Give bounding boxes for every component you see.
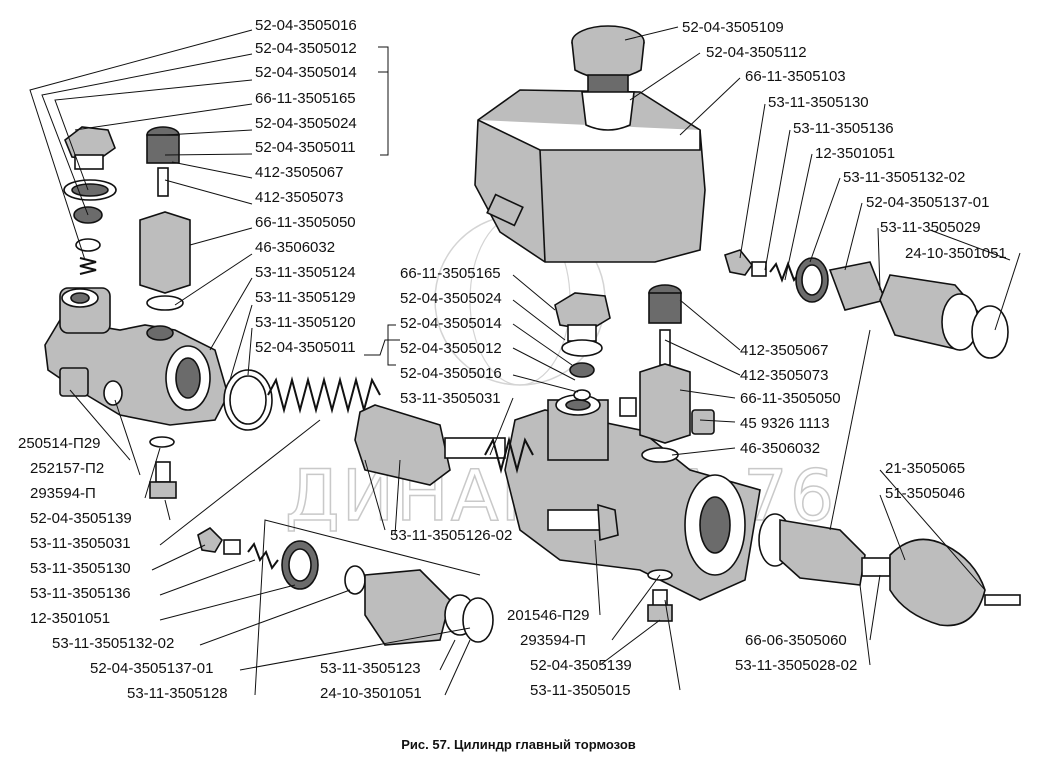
left-piston-assembly bbox=[223, 369, 506, 486]
label-part: 21-3505065 bbox=[885, 460, 965, 477]
label-part: 52-04-3505137-01 bbox=[866, 194, 989, 211]
center-spring bbox=[484, 436, 534, 474]
label-part: 24-10-3501051 bbox=[320, 685, 422, 702]
label-part: 51-3505046 bbox=[885, 485, 965, 502]
label-part: 46-3506032 bbox=[740, 440, 820, 457]
label-part: 53-11-3505126-02 bbox=[390, 527, 512, 544]
label-part: 12-3501051 bbox=[815, 145, 895, 162]
label-part: 250514-П29 bbox=[18, 435, 101, 452]
label-part: 53-11-3505123 bbox=[320, 660, 421, 677]
label-part: 412-3505073 bbox=[740, 367, 828, 384]
left-bleeder-nut bbox=[64, 126, 116, 170]
figure-caption: Рис. 57. Цилиндр главный тормозов bbox=[401, 737, 636, 752]
center-cylinder-body bbox=[504, 394, 761, 601]
left-cylinder-body bbox=[44, 287, 229, 426]
label-part: 412-3505073 bbox=[255, 189, 343, 206]
label-part: 53-11-3505136 bbox=[793, 120, 894, 137]
label-part: 52-04-3505012 bbox=[255, 40, 357, 57]
label-part: 53-11-3505136 bbox=[30, 585, 131, 602]
reservoir-tank bbox=[474, 89, 706, 263]
left-washers bbox=[63, 179, 117, 275]
label-part: 252157-П2 bbox=[30, 460, 104, 477]
label-part: 53-11-3505120 bbox=[255, 314, 356, 331]
label-part: 53-11-3505129 bbox=[255, 289, 356, 306]
label-part: 52-04-3505137-01 bbox=[90, 660, 213, 677]
label-part: 52-04-3505024 bbox=[255, 115, 357, 132]
label-part: 53-11-3505130 bbox=[768, 94, 869, 111]
label-part: 412-3505067 bbox=[740, 342, 828, 359]
label-part: 53-11-3505128 bbox=[127, 685, 228, 702]
label-part: 66-11-3505050 bbox=[740, 390, 841, 407]
label-part: 53-11-3505031 bbox=[400, 390, 501, 407]
label-part: 412-3505067 bbox=[255, 164, 343, 181]
reservoir-cap bbox=[571, 25, 645, 131]
label-part: 66-11-3505165 bbox=[255, 90, 356, 107]
label-part: 293594-П bbox=[520, 632, 586, 649]
label-part: 66-11-3505103 bbox=[745, 68, 846, 85]
label-part: 53-11-3505031 bbox=[30, 535, 131, 552]
label-part: 52-04-3505012 bbox=[400, 340, 502, 357]
label-part: 52-04-3505014 bbox=[400, 315, 502, 332]
right-piston-top bbox=[724, 249, 1009, 359]
label-part: 66-11-3505050 bbox=[255, 214, 356, 231]
label-part: 66-11-3505165 bbox=[400, 265, 501, 282]
label-part: 52-04-3505016 bbox=[400, 365, 502, 382]
label-part: 52-04-3505016 bbox=[255, 17, 357, 34]
label-part: 66-06-3505060 bbox=[745, 632, 847, 649]
left-sensor bbox=[139, 126, 191, 311]
label-part: 53-11-3505132-02 bbox=[52, 635, 174, 652]
label-part: 201546-П29 bbox=[507, 607, 590, 624]
label-part: 53-11-3505130 bbox=[30, 560, 131, 577]
part-labels: 52-04-3505016 52-04-3505012 52-04-350501… bbox=[18, 17, 1007, 702]
label-part: 24-10-3501051 bbox=[905, 245, 1007, 262]
label-part: 52-04-3505011 bbox=[255, 139, 356, 156]
center-bottom-plug bbox=[647, 569, 673, 622]
label-part: 53-11-3505029 bbox=[880, 219, 981, 236]
left-plugs bbox=[59, 367, 177, 499]
right-piston-main bbox=[758, 513, 1021, 627]
center-bleeder-nut bbox=[554, 292, 611, 401]
label-part: 52-04-3505011 bbox=[255, 339, 356, 356]
label-part: 52-04-3505139 bbox=[30, 510, 132, 527]
label-part: 52-04-3505024 bbox=[400, 290, 502, 307]
label-part: 52-04-3505139 bbox=[530, 657, 632, 674]
label-part: 53-11-3505028-02 bbox=[735, 657, 857, 674]
center-sensor bbox=[619, 284, 715, 463]
center-bleeder-bolt bbox=[547, 503, 619, 542]
leader-lines bbox=[29, 26, 1021, 696]
label-part: 52-04-3505112 bbox=[706, 44, 807, 61]
label-part: 293594-П bbox=[30, 485, 96, 502]
label-part: 12-3501051 bbox=[30, 610, 110, 627]
label-part: 53-11-3505124 bbox=[255, 264, 356, 281]
label-part: 45 9326 1113 bbox=[740, 415, 830, 432]
label-part: 53-11-3505132-02 bbox=[843, 169, 965, 186]
label-part: 46-3506032 bbox=[255, 239, 335, 256]
label-part: 53-11-3505015 bbox=[530, 682, 631, 699]
bottom-left-piston bbox=[197, 526, 494, 646]
label-part: 52-04-3505109 bbox=[682, 19, 784, 36]
label-part: 52-04-3505014 bbox=[255, 64, 357, 81]
